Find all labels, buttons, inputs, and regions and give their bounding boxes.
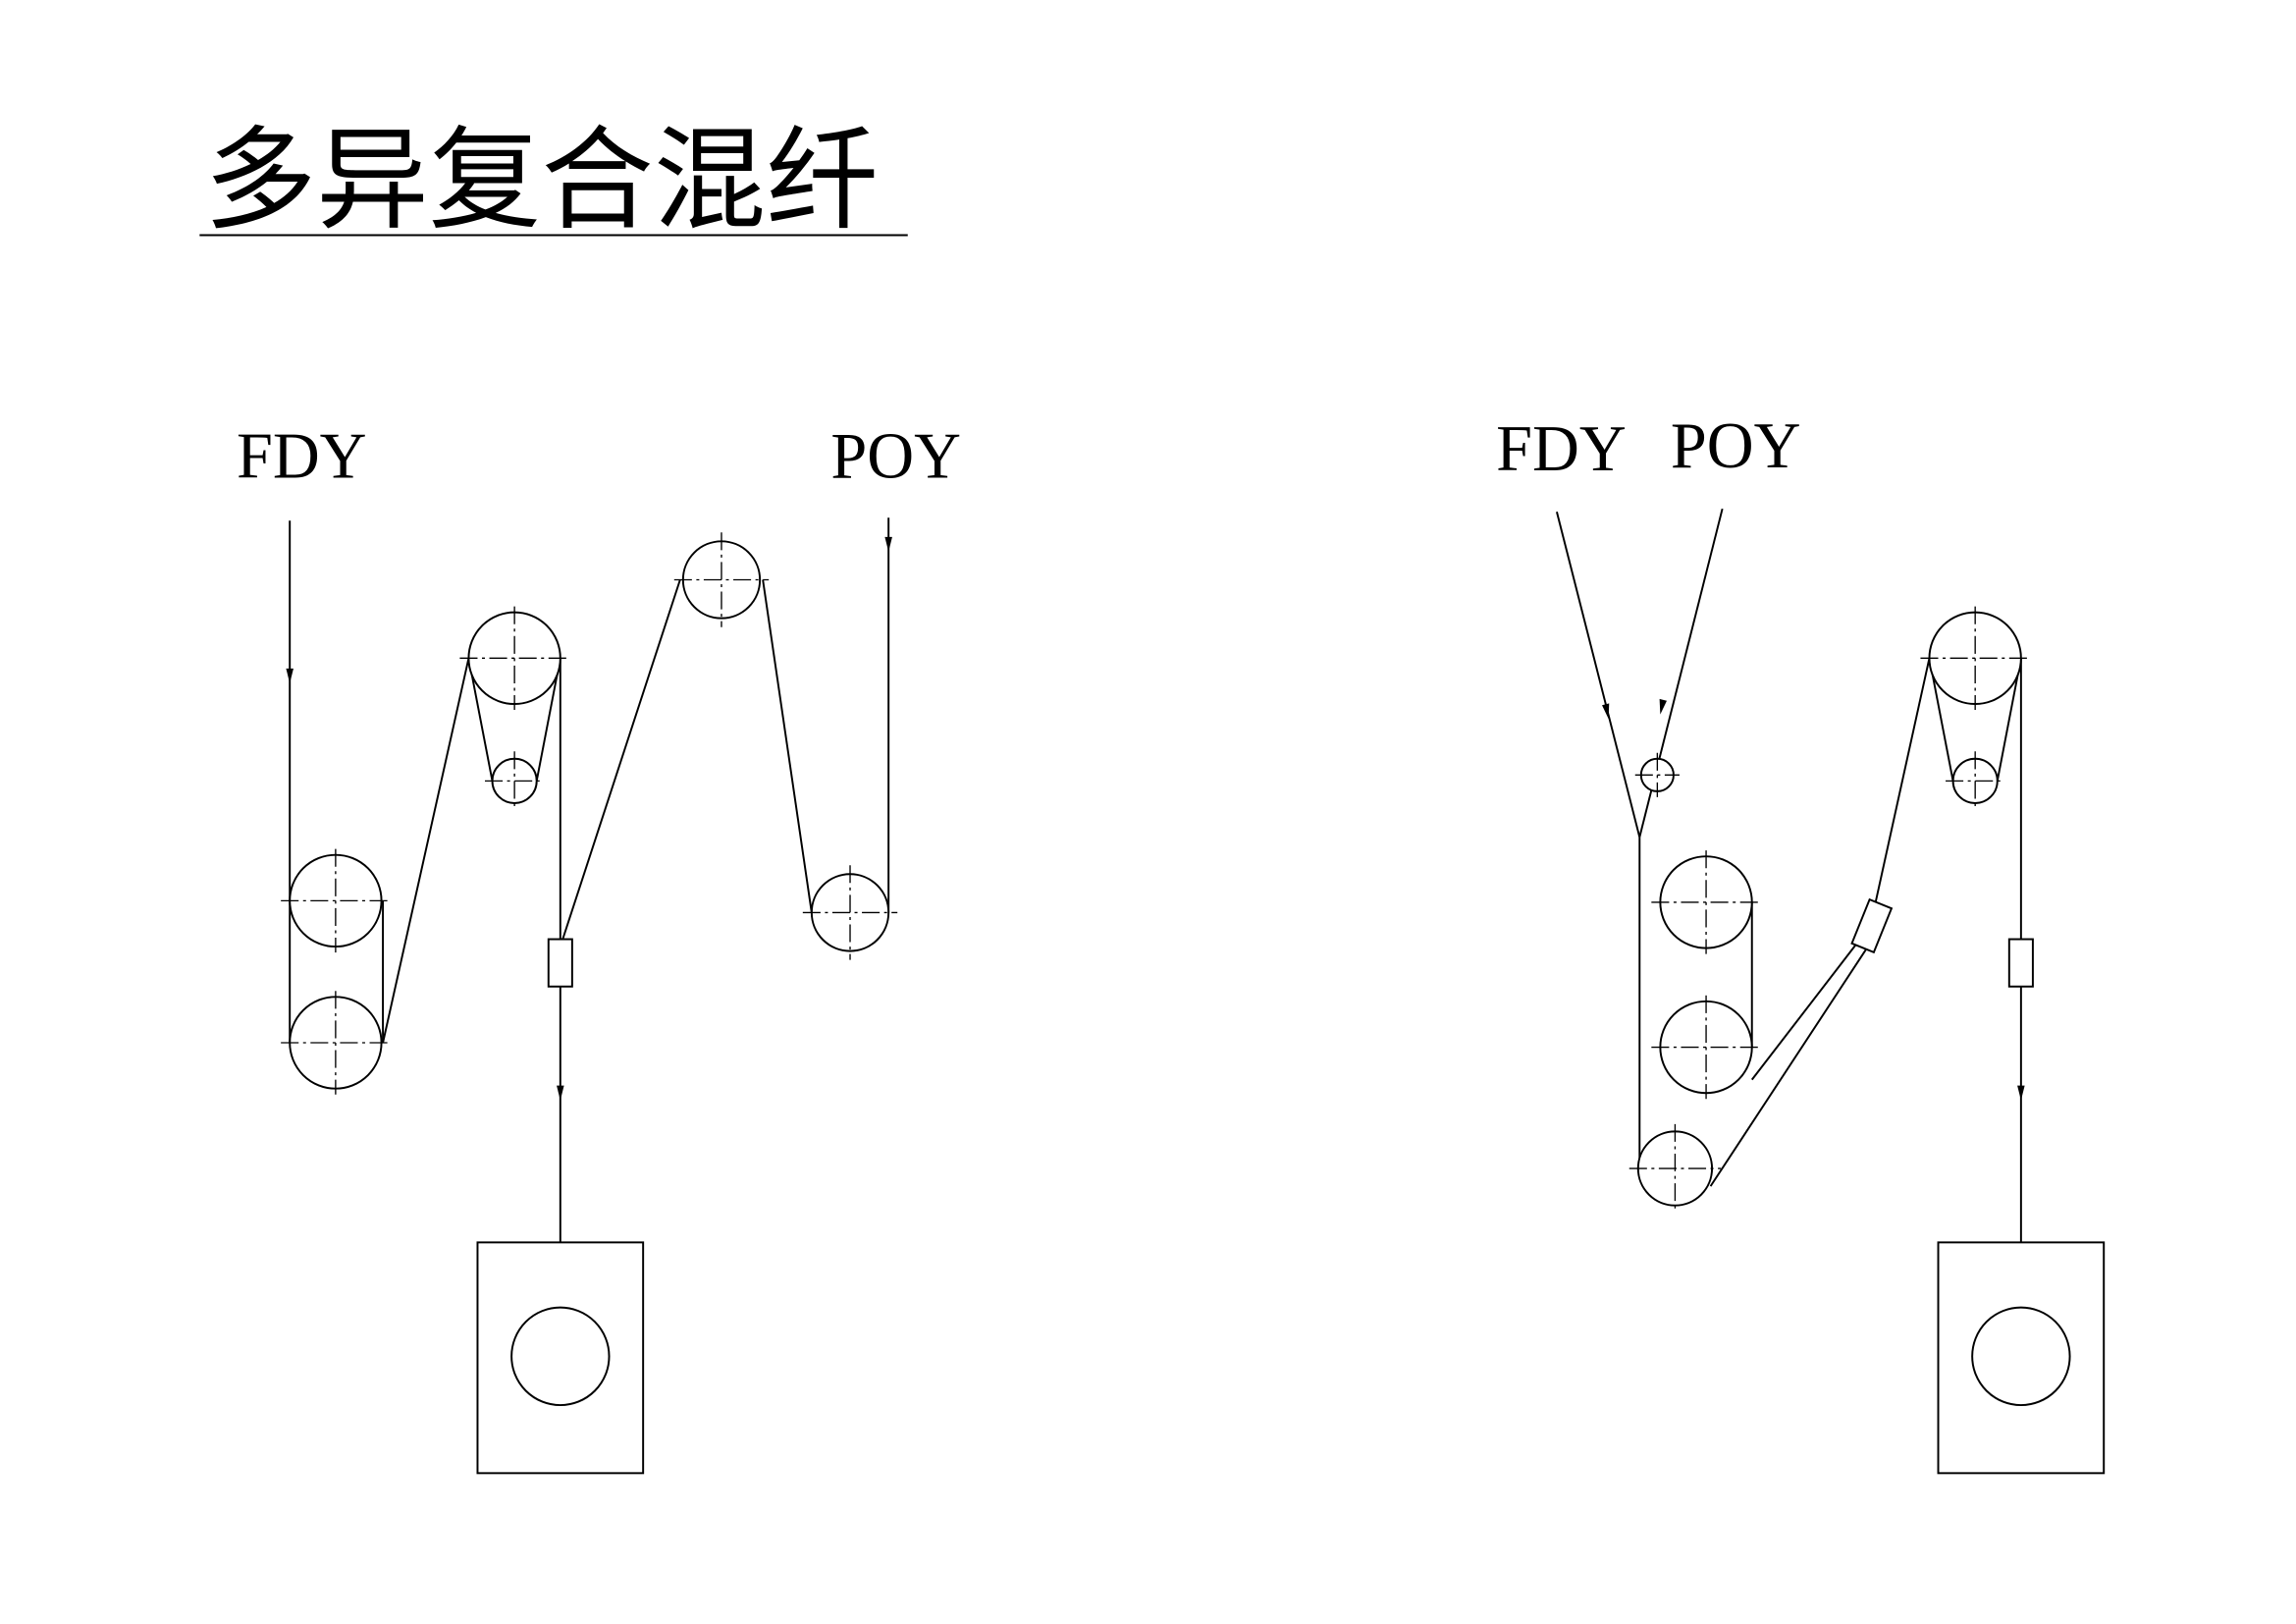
right-godet-top (1651, 850, 1761, 954)
left-interlacing-nozzle (547, 938, 573, 988)
left-fdy-label: FDY (237, 421, 367, 493)
right-godet-bottom (1651, 995, 1761, 1100)
right-bobbin (1971, 1306, 2071, 1407)
left-godet-bottom (281, 991, 391, 1095)
right-poy-arrow (1659, 698, 1667, 715)
right-godet-upper (1920, 606, 2030, 711)
left-yarn-path (289, 517, 890, 1243)
left-top-roller (673, 532, 770, 627)
right-down-arrow (2017, 1085, 2025, 1101)
left-poy-label: POY (830, 421, 961, 493)
page-title: 多异复合混纤 (204, 115, 879, 245)
left-godet-top (281, 848, 391, 953)
left-godet-upper (459, 606, 569, 711)
right-fdy-arrow (1602, 703, 1610, 720)
right-poy-label: POY (1671, 410, 1801, 482)
left-winder (476, 1241, 645, 1475)
right-separator-roller (1946, 751, 2005, 811)
right-winder (1937, 1241, 2106, 1475)
right-diagram: FDY POY (1496, 410, 2106, 1475)
right-interlacing-nozzle (2007, 938, 2034, 988)
right-tilted-nozzle (1850, 897, 1894, 954)
left-fdy-arrow (286, 668, 294, 683)
right-bottom-roller (1629, 1123, 1722, 1214)
right-fdy-label: FDY (1496, 413, 1627, 485)
left-diagram: FDY POY (237, 421, 961, 1475)
left-poy-roller (802, 865, 898, 960)
left-bobbin (510, 1306, 611, 1407)
left-down-arrow (557, 1085, 564, 1101)
left-poy-arrow (884, 536, 892, 552)
left-separator-roller (485, 751, 545, 811)
right-guide-roller (1634, 752, 1680, 797)
